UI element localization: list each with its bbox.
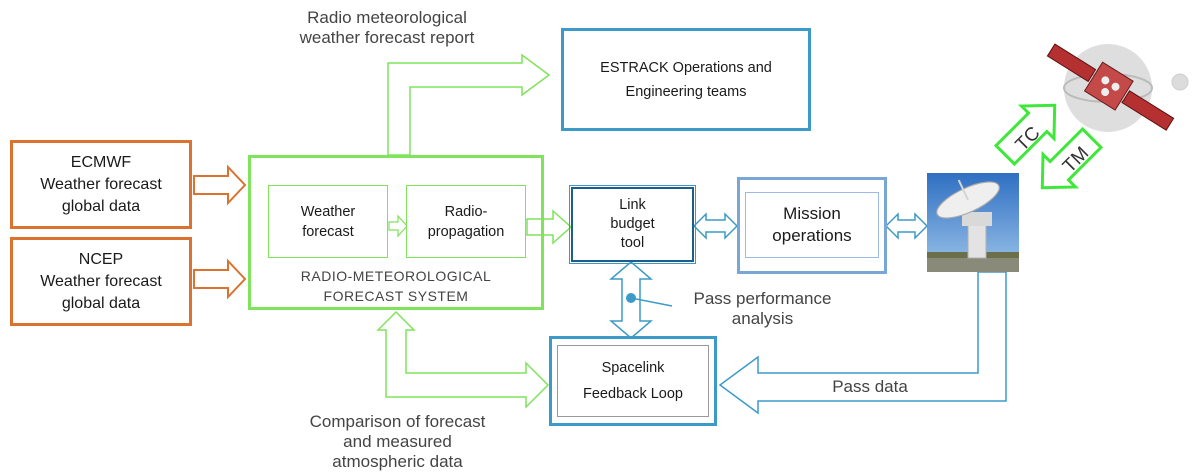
mission-ops-box: Mission operations [737, 177, 887, 274]
ecmwf-text: ECMWF Weather forecast global data [40, 153, 162, 215]
forecast-system-label: RADIO-METEOROLOGICAL FORECAST SYSTEM [300, 268, 492, 304]
arrow-ecmwf-to-system [193, 164, 247, 206]
ncep-box: NCEP Weather forecast global data [10, 237, 192, 326]
spacelink-box: Spacelink Feedback Loop [549, 336, 717, 426]
ecmwf-box: ECMWF Weather forecast global data [10, 140, 192, 229]
arrow-ncep-to-system [193, 258, 247, 300]
weather-forecast-text: Weather forecast [300, 203, 356, 240]
tc-arrow [993, 103, 1057, 167]
ncep-text: NCEP Weather forecast global data [40, 250, 162, 312]
link-budget-box: Link budget tool [569, 185, 696, 264]
arrow-mission-antenna [884, 212, 929, 240]
tm-arrow [1040, 126, 1104, 190]
pass-performance-label: Pass performance analysis [693, 289, 832, 328]
arrow-weather-to-radio [388, 214, 408, 238]
mission-ops-text: Mission operations [772, 204, 852, 245]
radio-propagation-text: Radio- propagation [427, 203, 505, 240]
arrow-passdata-to-spacelink [718, 271, 1007, 415]
estrack-text: ESTRACK Operations and Engineering teams [600, 59, 772, 100]
radio-propagation-box: Radio- propagation [406, 185, 526, 258]
ground-antenna-image [927, 173, 1019, 272]
spacelink-text: Spacelink Feedback Loop [583, 360, 683, 402]
arrow-system-to-linkbudget [526, 209, 573, 245]
weather-forecast-box: Weather forecast [268, 185, 388, 258]
estrack-box: ESTRACK Operations and Engineering teams [561, 28, 811, 131]
arrow-system-spacelink [376, 310, 550, 409]
pass-performance-dot [626, 293, 636, 303]
mission-ops-inner: Mission operations [745, 192, 879, 258]
report-label: Radio meteorological weather forecast re… [299, 8, 475, 47]
comparison-label: Comparison of forecast and measured atmo… [309, 412, 486, 471]
arrow-linkbudget-mission [692, 212, 739, 240]
link-budget-text: Link budget tool [610, 197, 655, 251]
spacelink-inner: Spacelink Feedback Loop [557, 345, 709, 417]
pass-data-label: Pass data [832, 377, 908, 396]
arrow-system-to-estrack [387, 53, 551, 156]
forecast-system-box [248, 155, 544, 310]
satellite-icon [1046, 43, 1189, 132]
pass-performance-pointer [630, 297, 673, 307]
